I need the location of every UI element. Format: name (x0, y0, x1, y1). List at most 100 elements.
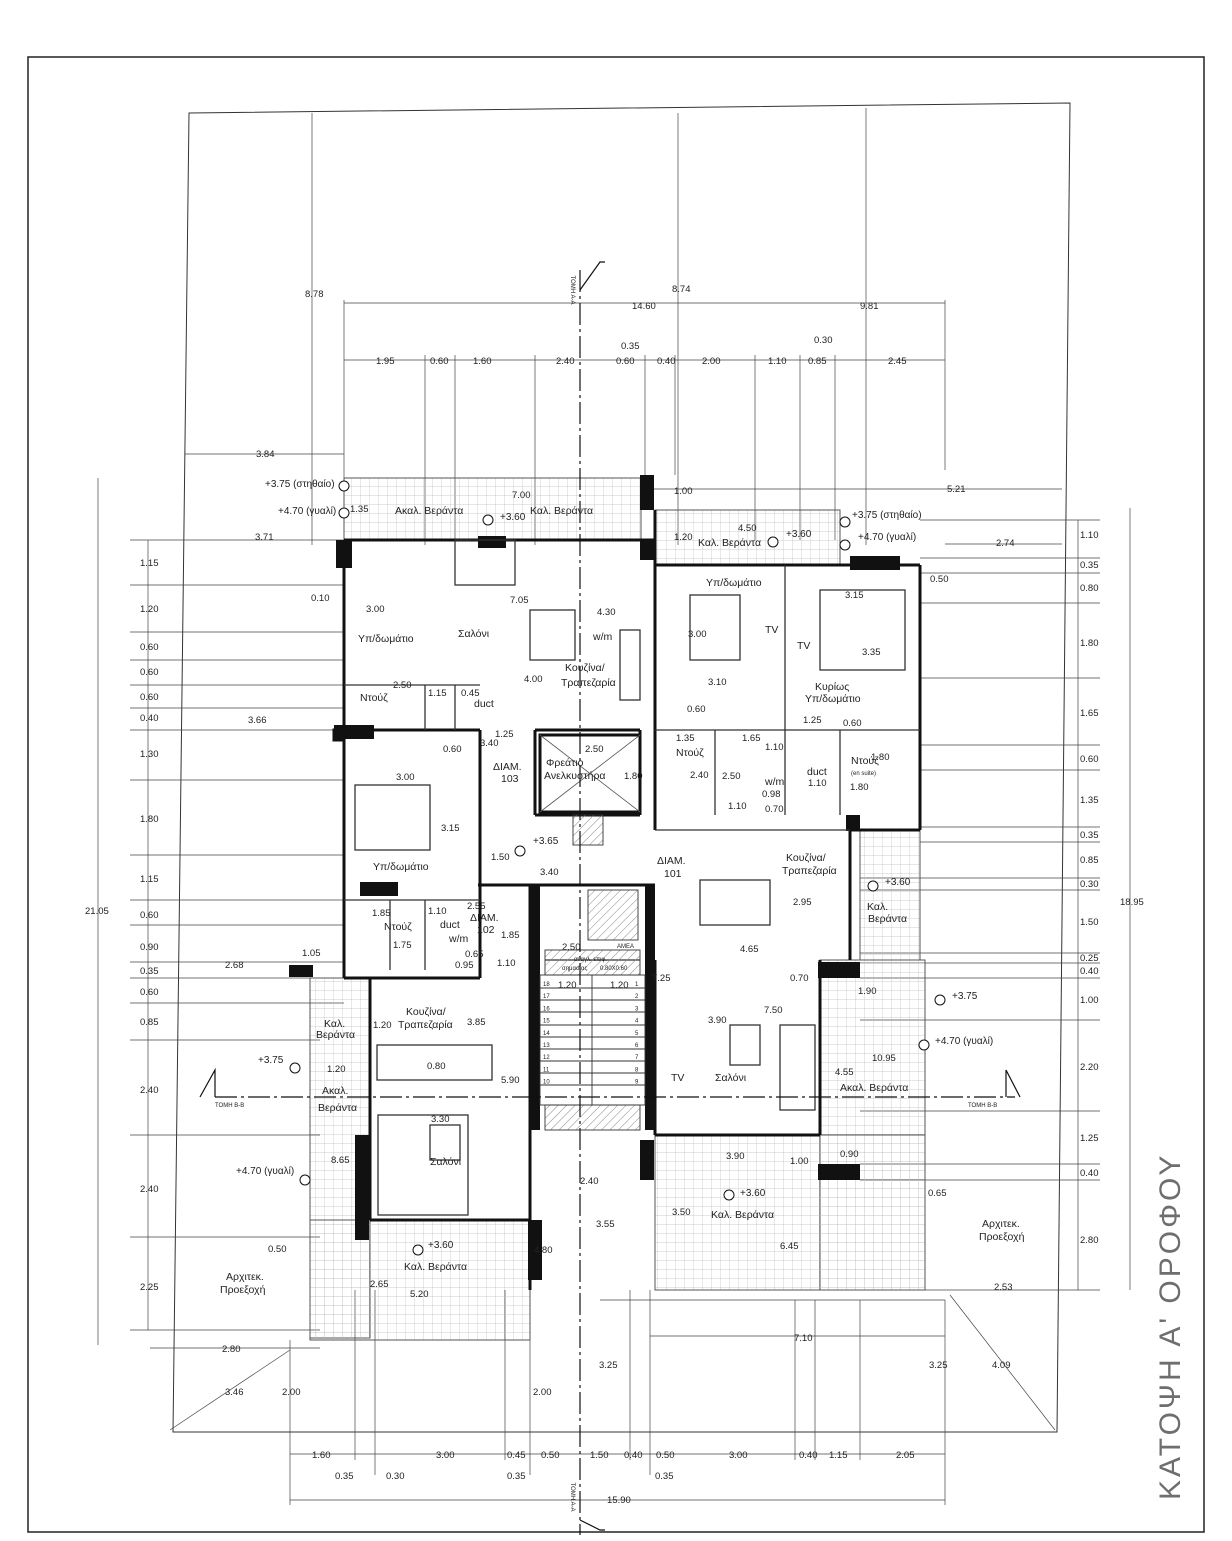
dim: 0.35 (1080, 830, 1099, 841)
dim: 8.65 (331, 1155, 350, 1166)
dim: 0.60 (140, 987, 159, 998)
dim: 4.00 (524, 674, 543, 685)
room-label: ΔΙΑΜ. (470, 912, 499, 924)
dim: 1.85 (501, 930, 520, 941)
stair-step-number: 18 (543, 982, 550, 988)
dim: 3.40 (480, 738, 499, 749)
room-label: TV (765, 624, 778, 636)
dim: 0.50 (541, 1450, 560, 1461)
room-label: Υπ/δωμάτιο (358, 633, 414, 645)
level-label: +3.65 (533, 836, 559, 847)
room-label: ΔΙΑΜ. (657, 855, 686, 867)
dim: 1.10 (768, 356, 787, 367)
dim: 2.20 (1080, 1062, 1099, 1073)
room-label: Ακαλ. Βεράντα (840, 1082, 908, 1094)
dim: 0.60 (140, 667, 159, 678)
dim: 0.60 (140, 692, 159, 703)
dim: 0.35 (507, 1471, 526, 1482)
dim: 0.65 (465, 949, 484, 960)
room-label: Καλ. Βεράντα (404, 1261, 467, 1273)
dim: 3.85 (467, 1017, 486, 1028)
room-label: duct (440, 919, 460, 931)
room-label: Βεράντα (868, 913, 907, 925)
dim: 0.40 (799, 1450, 818, 1461)
stair-step-number: 4 (635, 1019, 639, 1025)
dim: 2.50 (562, 942, 581, 953)
room-label: (en suite) (851, 771, 876, 777)
dim: 1.20 (610, 980, 629, 991)
dim: 0.70 (790, 973, 809, 984)
dim: 0.40 (1080, 1168, 1099, 1179)
room-label: Καλ. Βεράντα (711, 1209, 774, 1221)
dim: 5.21 (947, 484, 966, 495)
dim: 1.80 (624, 771, 643, 782)
dim: 0.30 (386, 1471, 405, 1482)
stair-step-number: 5 (635, 1031, 639, 1037)
dim: 3.40 (540, 867, 559, 878)
stair-step-number: 16 (543, 1006, 550, 1012)
room-label: Κουζίνα/ (565, 662, 605, 674)
room-label: Αρχιτεκ. (982, 1218, 1020, 1230)
dim: 7.05 (510, 595, 529, 606)
left-dimension-lines (97, 478, 344, 1345)
dim: 1.35 (1080, 795, 1099, 806)
dim: 4.55 (835, 1067, 854, 1078)
level-label: +4.70 (γυαλί) (935, 1035, 993, 1047)
dim: 0.60 (430, 356, 449, 367)
dim: 1.10 (808, 778, 827, 789)
level-label: +4.70 (γυαλί) (278, 505, 336, 517)
level-label: +3.75 (258, 1055, 284, 1066)
dim: 1.85 (372, 908, 391, 919)
dim: 3.15 (845, 590, 864, 601)
level-label: +3.75 (στηθαίο) (265, 478, 335, 490)
stair-step-number: 10 (543, 1080, 550, 1086)
columns (289, 475, 900, 1280)
dim: 0.85 (1080, 855, 1099, 866)
dim: 7.50 (764, 1005, 783, 1016)
room-label: duct (474, 698, 494, 710)
stair-step-number: 13 (543, 1043, 550, 1049)
room-label: Τραπεζαρία (561, 677, 616, 689)
room-label: Καλ. (867, 901, 888, 913)
room-label: Ακαλ. (322, 1085, 348, 1097)
stairs (539, 814, 646, 1131)
dim: 1.20 (674, 532, 693, 543)
dim: 7.10 (794, 1333, 813, 1344)
dim: 0.98 (762, 789, 781, 800)
sheet-frame (27, 56, 1205, 1533)
dim: 2.40 (580, 1176, 599, 1187)
dim: 3.00 (396, 772, 415, 783)
dim: 0.60 (140, 910, 159, 921)
dim: 2.50 (722, 771, 741, 782)
room-label: Ντούζ (676, 747, 704, 759)
top-dimension-lines (185, 108, 1062, 545)
room-label: Σαλόνι (458, 628, 490, 640)
dim: 1.15 (140, 874, 159, 885)
dim: 1.10 (428, 906, 447, 917)
stair-step-number: 11 (543, 1067, 550, 1073)
dim: 1.50 (590, 1450, 609, 1461)
dim: 0.65 (928, 1188, 947, 1199)
dim: 1.20 (140, 604, 159, 615)
dim: 2.68 (225, 960, 244, 971)
dim: 2.25 (140, 1282, 159, 1293)
dim: 2.40 (690, 770, 709, 781)
room-label: 101 (664, 868, 682, 880)
dim: 0.35 (655, 1471, 674, 1482)
room-label: 102 (477, 924, 495, 936)
verandas (309, 477, 926, 1341)
dim: 3.55 (596, 1219, 615, 1230)
dim: 0.25 (1080, 953, 1099, 964)
dim: 2.40 (140, 1085, 159, 1096)
room-label: Υπ/δωμάτιο (805, 693, 861, 705)
dim: 1.20 (558, 980, 577, 991)
dim: 1.35 (350, 504, 369, 515)
level-label: +3.60 (786, 529, 812, 540)
stair-step-number: 8 (635, 1067, 639, 1073)
stair-step-number: 15 (543, 1019, 550, 1025)
level-label: +3.60 (500, 512, 526, 523)
dim: 1.80 (140, 814, 159, 825)
lift-shaft (538, 733, 642, 814)
dim: 3.46 (225, 1387, 244, 1398)
dim: 3.30 (431, 1114, 450, 1125)
